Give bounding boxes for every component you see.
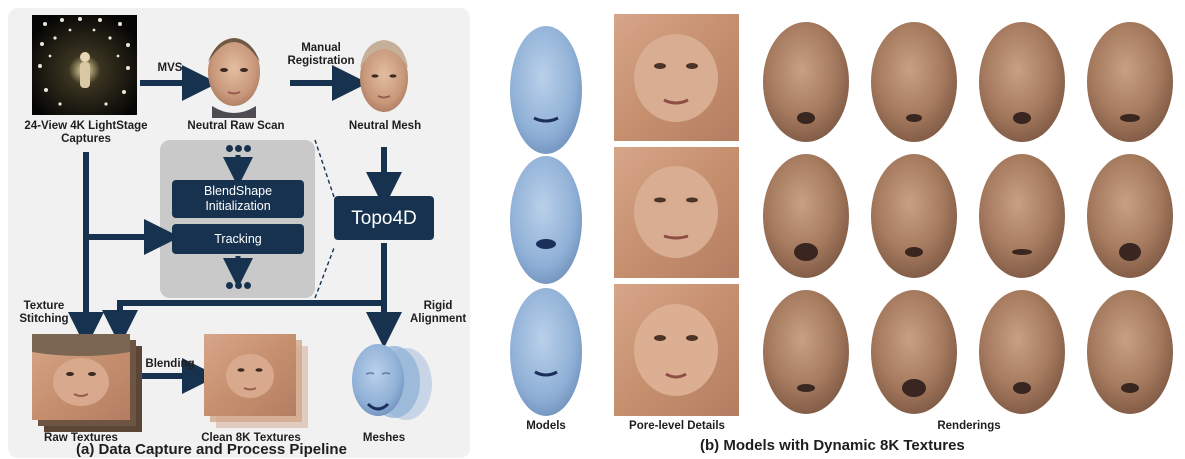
ellipsis-dot [226,282,233,289]
topo4d-box: Topo4D [334,196,434,240]
label-pore-details: Pore-level Details [622,420,732,433]
label-manual-registration: Manual Registration [285,42,357,68]
ellipsis-dot [244,282,251,289]
ellipsis-dot [235,145,242,152]
clean-textures-image [204,334,308,428]
label-texture-stitching: Texture Stitching [14,300,74,326]
tracking-box: Tracking [172,224,304,254]
caption-panel-b: (b) Models with Dynamic 8K Textures [700,437,965,454]
meshes-image [352,344,432,420]
label-neutral-raw-scan: Neutral Raw Scan [184,120,288,133]
ellipsis-dot [235,282,242,289]
label-blending: Blending [140,358,200,371]
neutral-raw-scan-image [208,38,260,118]
ellipsis-dot [226,145,233,152]
label-models: Models [526,420,566,433]
blendshape-initialization-box: BlendShape Initialization [172,180,304,218]
lightstage-capture-image [32,15,137,115]
pore-texture-row-2 [614,147,739,278]
label-captures: 24-View 4K LightStage Captures [20,120,152,146]
model-head-row-2 [510,156,582,284]
ellipsis-dot [244,145,251,152]
caption-panel-a: (a) Data Capture and Process Pipeline [76,441,347,458]
label-meshes: Meshes [354,432,414,445]
renderings-grid [763,22,1173,414]
neutral-mesh-image [360,40,408,112]
label-neutral-mesh: Neutral Mesh [340,120,430,133]
label-renderings: Renderings [924,420,1014,433]
raw-textures-image [32,334,142,432]
label-rigid-alignment: Rigid Alignment [410,300,466,326]
label-mvs: MVS [150,62,190,75]
model-head-row-3 [510,288,582,416]
pore-texture-row-3 [614,284,739,416]
pore-texture-row-1 [614,14,739,141]
model-head-row-1 [510,26,582,154]
